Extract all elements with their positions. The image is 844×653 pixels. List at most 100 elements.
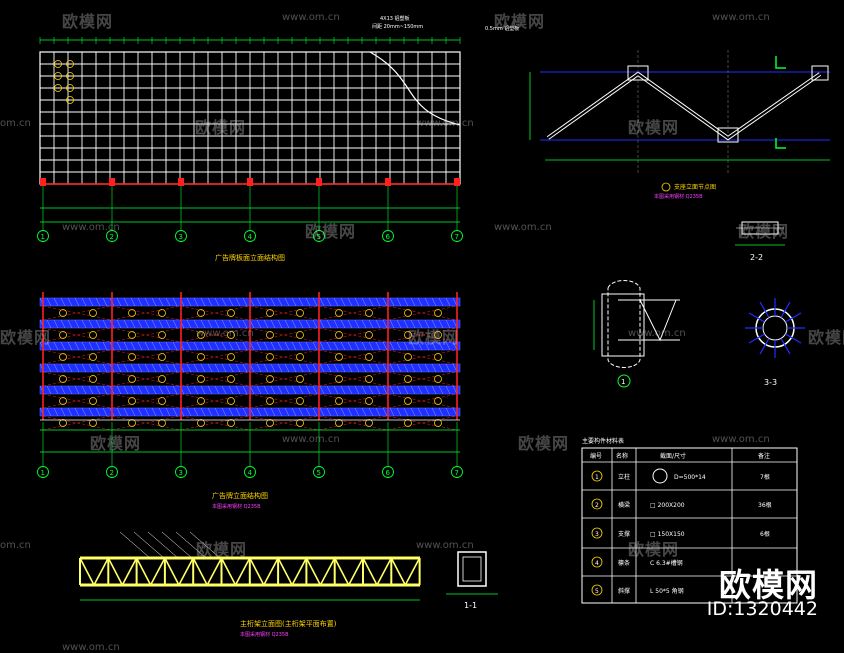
brace [249,349,320,365]
lacing [326,341,332,351]
lacing [354,297,360,307]
lacing [270,385,276,395]
member-tag [227,397,235,405]
lacing [277,363,283,373]
lacing [130,385,136,395]
lacing [403,319,409,329]
lacing [46,385,52,395]
truss-elevation: 主桁架立面图(主桁架平面布置) 本图采用钢材 Q235B 1-1 [79,531,498,638]
lacing [319,319,325,329]
lacing [375,297,381,307]
lacing [298,319,304,329]
diagonal-member [277,557,293,586]
lacing [165,341,171,351]
lacing [137,319,143,329]
lacing [53,341,59,351]
brace [387,349,458,365]
lacing [95,297,101,307]
lacing [102,363,108,373]
lacing [382,363,388,373]
lacing [438,319,444,329]
lacing [116,407,122,417]
lacing [186,297,192,307]
lacing [165,297,171,307]
lacing [53,407,59,417]
lacing [123,385,129,395]
lacing [445,407,451,417]
lacing [347,363,353,373]
diagonal-member [376,557,393,586]
axis-bubble [37,466,49,478]
member-tag [335,309,343,317]
section-3-3-label: 3-3 [764,378,777,387]
watermark-url: om.cn [0,118,31,129]
lacing [81,341,87,351]
lacing [116,363,122,373]
lacing [438,363,444,373]
brace [42,305,113,321]
lacing [137,341,143,351]
axis-label: 2 [110,469,114,477]
diagonal-member [121,557,138,586]
lacing [277,385,283,395]
member-tag [197,309,205,317]
lacing [389,319,395,329]
lacing [291,319,297,329]
lacing [298,385,304,395]
column-base [454,178,460,186]
lacing [431,341,437,351]
lacing [74,385,80,395]
lacing [235,341,241,351]
node-subtitle: 本图采用钢材 Q235B [654,193,703,200]
brace [180,371,251,387]
member-tag [434,353,442,361]
lacing [340,341,346,351]
member-tag [197,353,205,361]
detail-marker [66,60,74,68]
row-3-size: □ 150X150 [650,531,685,538]
lacing [291,385,297,395]
row-2-size: □ 200X200 [650,502,685,509]
member-tag [335,419,343,427]
lacing [221,297,227,307]
stiffener-rib [748,312,765,323]
lacing [95,407,101,417]
lacing [67,363,73,373]
lacing [81,407,87,417]
lacing [151,297,157,307]
lacing [242,407,248,417]
row-1-name: 立柱 [618,473,630,481]
note-spacing: 间距 20mm~150mm [372,23,423,30]
lacing [151,341,157,351]
lacing [200,363,206,373]
lacing [431,297,437,307]
watermark-url: www.om.cn [628,328,686,339]
lacing [382,319,388,329]
watermark-brand: 欧模网 [738,222,790,241]
lacing [312,385,318,395]
member-tag [365,375,373,383]
member-tag [266,397,274,405]
lacing [403,363,409,373]
lacing [277,297,283,307]
axis-bubble [313,466,325,478]
lacing [438,341,444,351]
lacing [74,407,80,417]
lacing [410,407,416,417]
lacing [445,297,451,307]
lacing [214,341,220,351]
stiffener-rib [785,312,802,323]
brace [42,327,113,343]
lacing [144,341,150,351]
lacing [60,385,66,395]
watermark-brand: 欧模网 [494,12,546,31]
member-tag [158,353,166,361]
lacing [333,341,339,351]
member-tag [434,375,442,383]
lacing [396,407,402,417]
leader-line [133,531,165,559]
brace [318,327,389,343]
axis-label: 1 [41,469,45,477]
row-5-size: L 50*5 角钢 [650,587,684,595]
lacing [354,363,360,373]
